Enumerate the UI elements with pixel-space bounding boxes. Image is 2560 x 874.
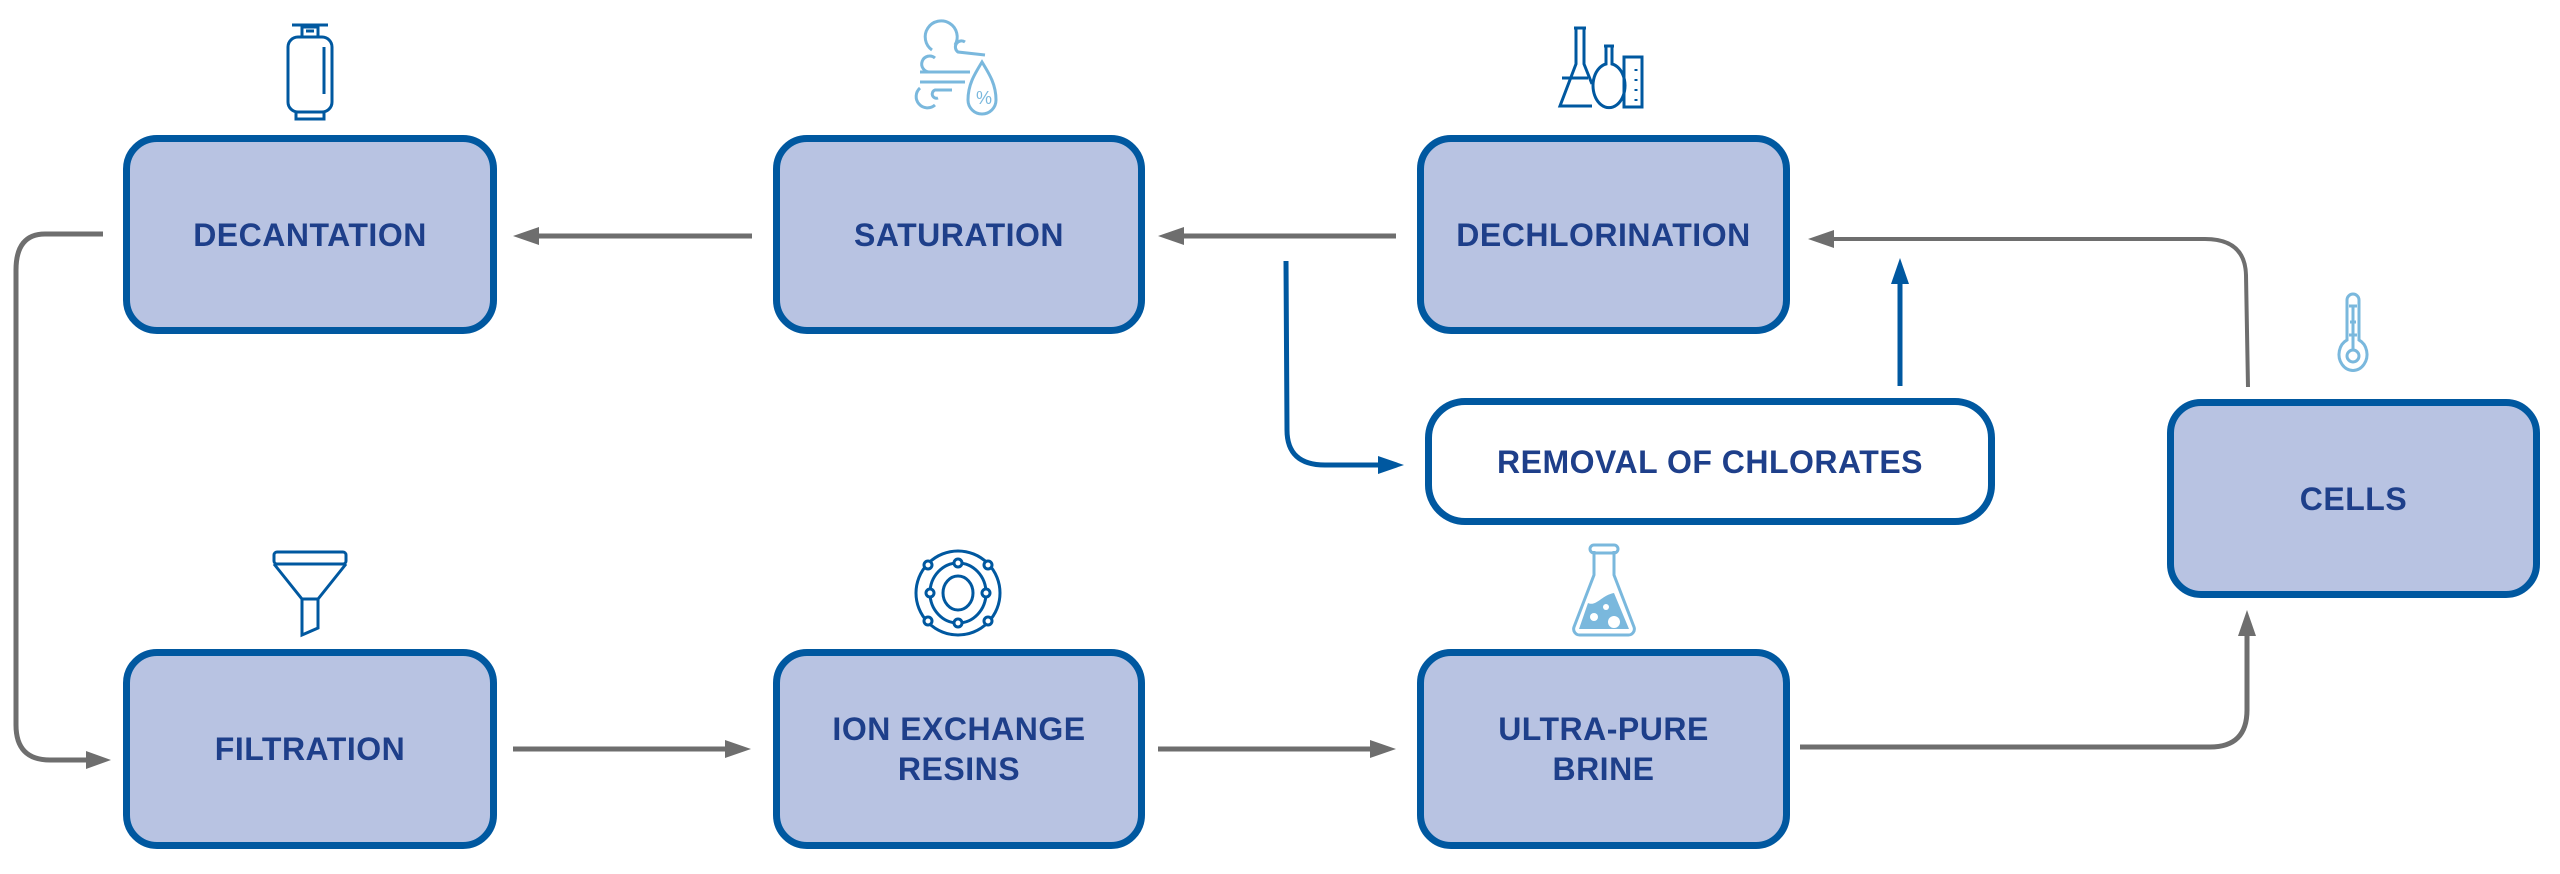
lab-glassware-icon	[1557, 26, 1644, 110]
arrowhead	[86, 751, 111, 769]
arrowhead	[1370, 740, 1396, 758]
arrowhead	[725, 740, 751, 758]
arrowhead	[1808, 230, 1834, 248]
arrow-brine-to-cells	[1800, 630, 2250, 750]
arrow-decantation-to-filtration	[13, 231, 103, 763]
arrow-cells-to-dechlorination	[1830, 237, 2250, 388]
node-label: REMOVAL OF CHLORATES	[1497, 443, 1923, 480]
node-decantation: DECANTATION	[123, 135, 497, 334]
node-filtration: FILTRATION	[123, 649, 497, 849]
node-label: DECHLORINATION	[1456, 216, 1751, 253]
node-saturation: SATURATION	[773, 135, 1145, 334]
arrowhead	[513, 227, 539, 245]
node-label: ION EXCHANGE RESINS	[832, 711, 1086, 787]
node-cells: CELLS	[2167, 399, 2540, 598]
wind-humidity-icon: %	[914, 19, 998, 116]
arrow-branch-to-removal	[1283, 260, 1388, 468]
gas-cylinder-icon	[286, 23, 334, 121]
atom-icon	[914, 549, 1002, 637]
node-label: ULTRA-PURE BRINE	[1498, 711, 1709, 787]
node-dechlorination: DECHLORINATION	[1417, 135, 1790, 334]
svg-text:%: %	[976, 88, 992, 108]
node-label: CELLS	[2299, 480, 2408, 517]
funnel-icon	[272, 550, 348, 638]
node-label: DECANTATION	[193, 216, 427, 253]
arrowhead	[1158, 227, 1184, 245]
arrowhead	[2238, 610, 2256, 636]
thermometer-icon	[2337, 292, 2369, 372]
arrowhead	[1378, 456, 1404, 474]
node-label: FILTRATION	[214, 731, 406, 767]
arrowhead	[1891, 258, 1909, 284]
node-ultra-pure-brine: ULTRA-PURE BRINE	[1417, 649, 1790, 849]
flask-icon	[1572, 543, 1636, 637]
node-ion-exchange-resins: ION EXCHANGE RESINS	[773, 649, 1145, 849]
node-removal-of-chlorates: REMOVAL OF CHLORATES	[1425, 398, 1995, 525]
node-label: SATURATION	[853, 216, 1064, 253]
